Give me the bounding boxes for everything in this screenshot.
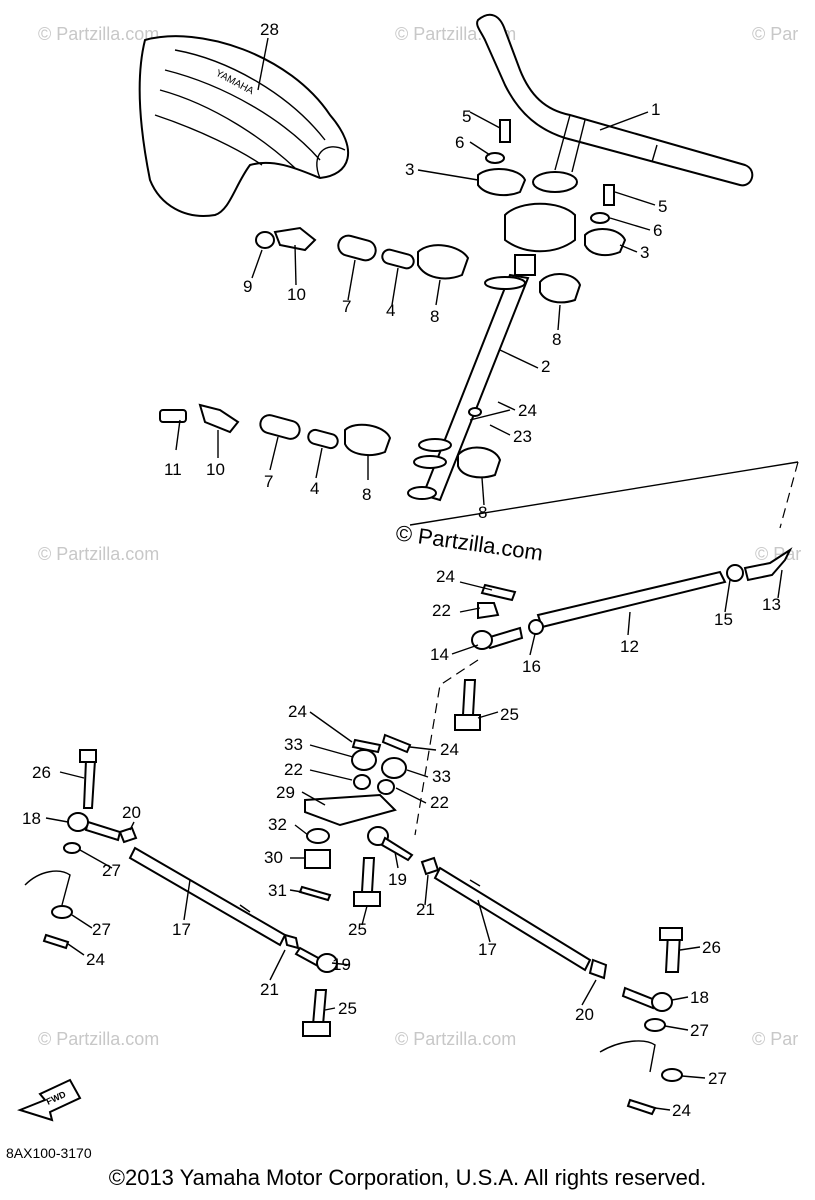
callout-17b: 17: [478, 940, 497, 959]
callout-24d: 24: [440, 740, 459, 759]
callout-18a: 18: [22, 809, 41, 828]
callout-2: 2: [541, 357, 550, 376]
callout-19b: 19: [332, 955, 351, 974]
lower-bracket-set: [159, 403, 511, 479]
callout-3a: 3: [405, 160, 414, 179]
callout-20a: 20: [122, 803, 141, 822]
watermark-mid-left: © Partzilla.com: [38, 544, 159, 564]
callout-21a: 21: [416, 900, 435, 919]
callout-14: 14: [430, 645, 449, 664]
callout-9: 9: [243, 277, 252, 296]
callout-5a: 5: [462, 107, 471, 126]
callout-27b: 27: [92, 920, 111, 939]
callout-17a: 17: [172, 920, 191, 939]
handlebar: [476, 13, 754, 193]
forward-arrow-icon: FWD: [17, 1078, 82, 1122]
callout-33a: 33: [284, 735, 303, 754]
callout-26a: 26: [32, 763, 51, 782]
copyright-notice: ©2013 Yamaha Motor Corporation, U.S.A. A…: [108, 1165, 707, 1190]
callout-27d: 27: [708, 1069, 727, 1088]
steering-linkage: [24, 461, 799, 1116]
callout-6b: 6: [653, 221, 662, 240]
callout-3b: 3: [640, 243, 649, 262]
callout-12: 12: [620, 637, 639, 656]
callout-8b: 8: [552, 330, 561, 349]
callout-25b: 25: [348, 920, 367, 939]
callout-21b: 21: [260, 980, 279, 999]
callout-28: 28: [260, 20, 279, 39]
part-code: 8AX100-3170: [6, 1145, 92, 1161]
callout-30: 30: [264, 848, 283, 867]
callout-19a: 19: [388, 870, 407, 889]
callout-10a: 10: [287, 285, 306, 304]
callout-1: 1: [651, 100, 660, 119]
callout-31: 31: [268, 881, 287, 900]
callout-24c: 24: [288, 702, 307, 721]
column-holder: [504, 202, 576, 276]
callout-25a: 25: [500, 705, 519, 724]
callout-29: 29: [276, 783, 295, 802]
callout-27c: 27: [690, 1021, 709, 1040]
watermark-top-left: © Partzilla.com: [38, 24, 159, 44]
callout-13: 13: [762, 595, 781, 614]
handlebar-clamp-right: [584, 184, 627, 257]
callout-5b: 5: [658, 197, 667, 216]
callout-15: 15: [714, 610, 733, 629]
watermark-top-right: © Par: [752, 24, 798, 44]
callout-26b: 26: [702, 938, 721, 957]
callout-leaders: [45, 37, 783, 1111]
callout-labels: 28 1 5 6 3 5 6 3 9 10 7 4 8 8 2 24 23 11…: [22, 20, 781, 1120]
callout-24b: 24: [436, 567, 455, 586]
callout-7a: 7: [342, 297, 351, 316]
callout-4b: 4: [310, 479, 319, 498]
callout-8a: 8: [430, 307, 439, 326]
callout-33b: 33: [432, 767, 451, 786]
watermark-bottom-center: © Partzilla.com: [395, 1029, 516, 1049]
handlebar-clamp-left: [477, 119, 527, 197]
callout-4a: 4: [386, 301, 395, 320]
callout-32: 32: [268, 815, 287, 834]
callout-8c: 8: [362, 485, 371, 504]
callout-24e: 24: [86, 950, 105, 969]
callout-7b: 7: [264, 472, 273, 491]
callout-25c: 25: [338, 999, 357, 1018]
steering-column: [407, 273, 530, 502]
callout-27a: 27: [102, 861, 121, 880]
watermark-bottom-right: © Par: [752, 1029, 798, 1049]
callout-23: 23: [513, 427, 532, 446]
watermark-center: © Partzilla.com: [394, 520, 544, 565]
callout-22c: 22: [430, 793, 449, 812]
callout-6a: 6: [455, 133, 464, 152]
callout-24f: 24: [672, 1101, 691, 1120]
callout-8d: 8: [478, 503, 487, 522]
seat: YAMAHA: [138, 35, 349, 217]
callout-10b: 10: [206, 460, 225, 479]
callout-24a: 24: [518, 401, 537, 420]
callout-22b: 22: [284, 760, 303, 779]
upper-bracket-set: [255, 226, 582, 304]
callout-18b: 18: [690, 988, 709, 1007]
callout-20b: 20: [575, 1005, 594, 1024]
watermark-bottom-left: © Partzilla.com: [38, 1029, 159, 1049]
callout-11: 11: [164, 460, 182, 479]
callout-16: 16: [522, 657, 541, 676]
callout-22a: 22: [432, 601, 451, 620]
